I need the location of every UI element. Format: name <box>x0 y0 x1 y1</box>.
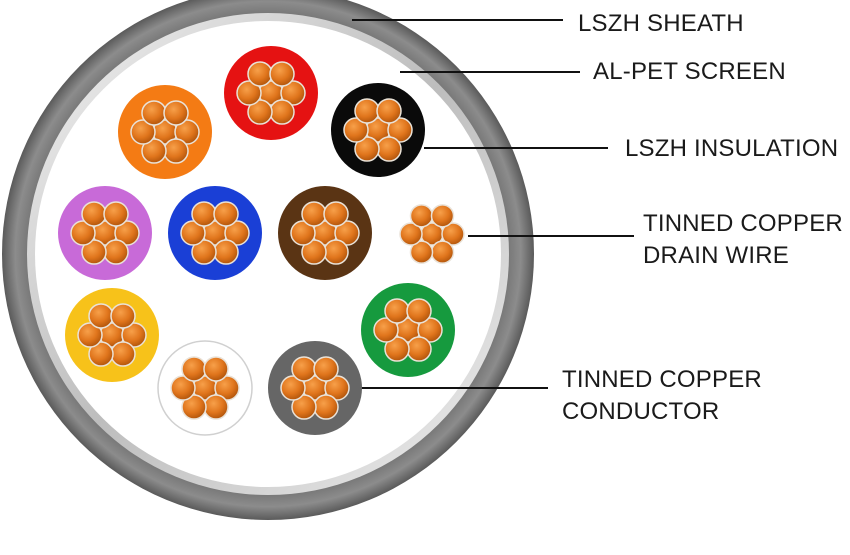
core-yellow <box>65 288 159 382</box>
core-grey-strand-7 <box>313 356 339 382</box>
core-violet-strand-6 <box>81 201 107 227</box>
core-white-strand-2 <box>214 375 240 401</box>
core-orange-strand-6 <box>141 100 167 126</box>
core-orange-strand-5 <box>130 119 156 145</box>
core-white-strand-5 <box>170 375 196 401</box>
core-grey-strand-6 <box>291 356 317 382</box>
core-violet-strand-7 <box>103 201 129 227</box>
core-red-strand-6 <box>247 61 273 87</box>
core-green-strand-3 <box>406 336 432 362</box>
core-grey-strand-5 <box>280 375 306 401</box>
core-grey-strand-3 <box>313 394 339 420</box>
core-grey-strand-4 <box>291 394 317 420</box>
core-brown-strand-7 <box>323 201 349 227</box>
drain-wire-strand-7 <box>430 204 455 228</box>
core-black <box>331 83 425 177</box>
core-green-strand-5 <box>373 317 399 343</box>
core-red-strand-4 <box>247 99 273 125</box>
core-violet-strand-5 <box>70 220 96 246</box>
core-brown-strand-6 <box>301 201 327 227</box>
core-brown-strand-5 <box>290 220 316 246</box>
leader-lines <box>344 19 634 389</box>
core-orange <box>118 85 212 179</box>
label-lszh-sheath-text: LSZH SHEATH <box>578 10 744 37</box>
core-brown <box>278 186 372 280</box>
core-green-strand-7 <box>406 298 432 324</box>
cores-layer <box>58 46 455 436</box>
core-blue-strand-5 <box>180 220 206 246</box>
core-blue-strand-7 <box>213 201 239 227</box>
core-grey <box>268 341 362 435</box>
core-violet-strand-3 <box>103 239 129 265</box>
core-blue-strand-2 <box>224 220 250 246</box>
label-drain-wire-line2: DRAIN WIRE <box>643 242 789 269</box>
core-yellow-strand-2 <box>121 322 147 348</box>
core-green-strand-2 <box>417 317 443 343</box>
core-red <box>224 46 318 140</box>
label-lszh-sheath: LSZH SHEATH <box>578 8 744 40</box>
core-black-strand-4 <box>354 136 380 162</box>
core-red-strand-7 <box>269 61 295 87</box>
label-conductor-line2: CONDUCTOR <box>562 398 720 425</box>
core-red-strand-3 <box>269 99 295 125</box>
label-lszh-insulation: LSZH INSULATION <box>625 133 838 165</box>
drain-wire-strand-4 <box>409 240 434 264</box>
core-black-strand-5 <box>343 117 369 143</box>
label-al-pet-screen-text: AL-PET SCREEN <box>593 58 786 85</box>
drain-wire <box>399 204 465 264</box>
drain-wire-strand-3 <box>430 240 455 264</box>
core-white-strand-4 <box>181 394 207 420</box>
core-brown-strand-4 <box>301 239 327 265</box>
core-green-strand-6 <box>384 298 410 324</box>
core-yellow-strand-6 <box>88 303 114 329</box>
core-black-strand-2 <box>387 117 413 143</box>
core-violet-strand-2 <box>114 220 140 246</box>
drain-wire-strand-6 <box>409 204 434 228</box>
core-red-strand-5 <box>236 80 262 106</box>
core-violet-strand-4 <box>81 239 107 265</box>
core-green <box>361 283 455 377</box>
core-violet <box>58 186 152 280</box>
core-orange-strand-7 <box>163 100 189 126</box>
label-conductor-line1: TINNED COPPER <box>562 366 762 393</box>
core-white <box>157 340 253 436</box>
core-white-strand-7 <box>203 356 229 382</box>
core-black-strand-3 <box>376 136 402 162</box>
core-yellow-strand-3 <box>110 341 136 367</box>
core-orange-strand-2 <box>174 119 200 145</box>
core-yellow-strand-7 <box>110 303 136 329</box>
core-black-strand-6 <box>354 98 380 124</box>
label-drain-wire: TINNED COPPER DRAIN WIRE <box>643 208 843 272</box>
core-orange-strand-3 <box>163 138 189 164</box>
core-brown-strand-2 <box>334 220 360 246</box>
label-conductor: TINNED COPPER CONDUCTOR <box>562 364 762 428</box>
core-grey-strand-2 <box>324 375 350 401</box>
core-blue-strand-3 <box>213 239 239 265</box>
core-white-strand-3 <box>203 394 229 420</box>
core-black-strand-7 <box>376 98 402 124</box>
core-brown-strand-3 <box>323 239 349 265</box>
core-blue-strand-6 <box>191 201 217 227</box>
label-al-pet-screen: AL-PET SCREEN <box>593 56 786 88</box>
core-red-strand-2 <box>280 80 306 106</box>
drain-wire-strand-5 <box>399 222 423 246</box>
label-drain-wire-line1: TINNED COPPER <box>643 210 843 237</box>
core-orange-strand-4 <box>141 138 167 164</box>
core-yellow-strand-5 <box>77 322 103 348</box>
label-lszh-insulation-text: LSZH INSULATION <box>625 135 839 162</box>
core-blue-strand-4 <box>191 239 217 265</box>
drain-wire-strand-2 <box>441 222 465 246</box>
core-yellow-strand-4 <box>88 341 114 367</box>
core-green-strand-4 <box>384 336 410 362</box>
core-blue <box>168 186 262 280</box>
core-white-strand-6 <box>181 356 207 382</box>
